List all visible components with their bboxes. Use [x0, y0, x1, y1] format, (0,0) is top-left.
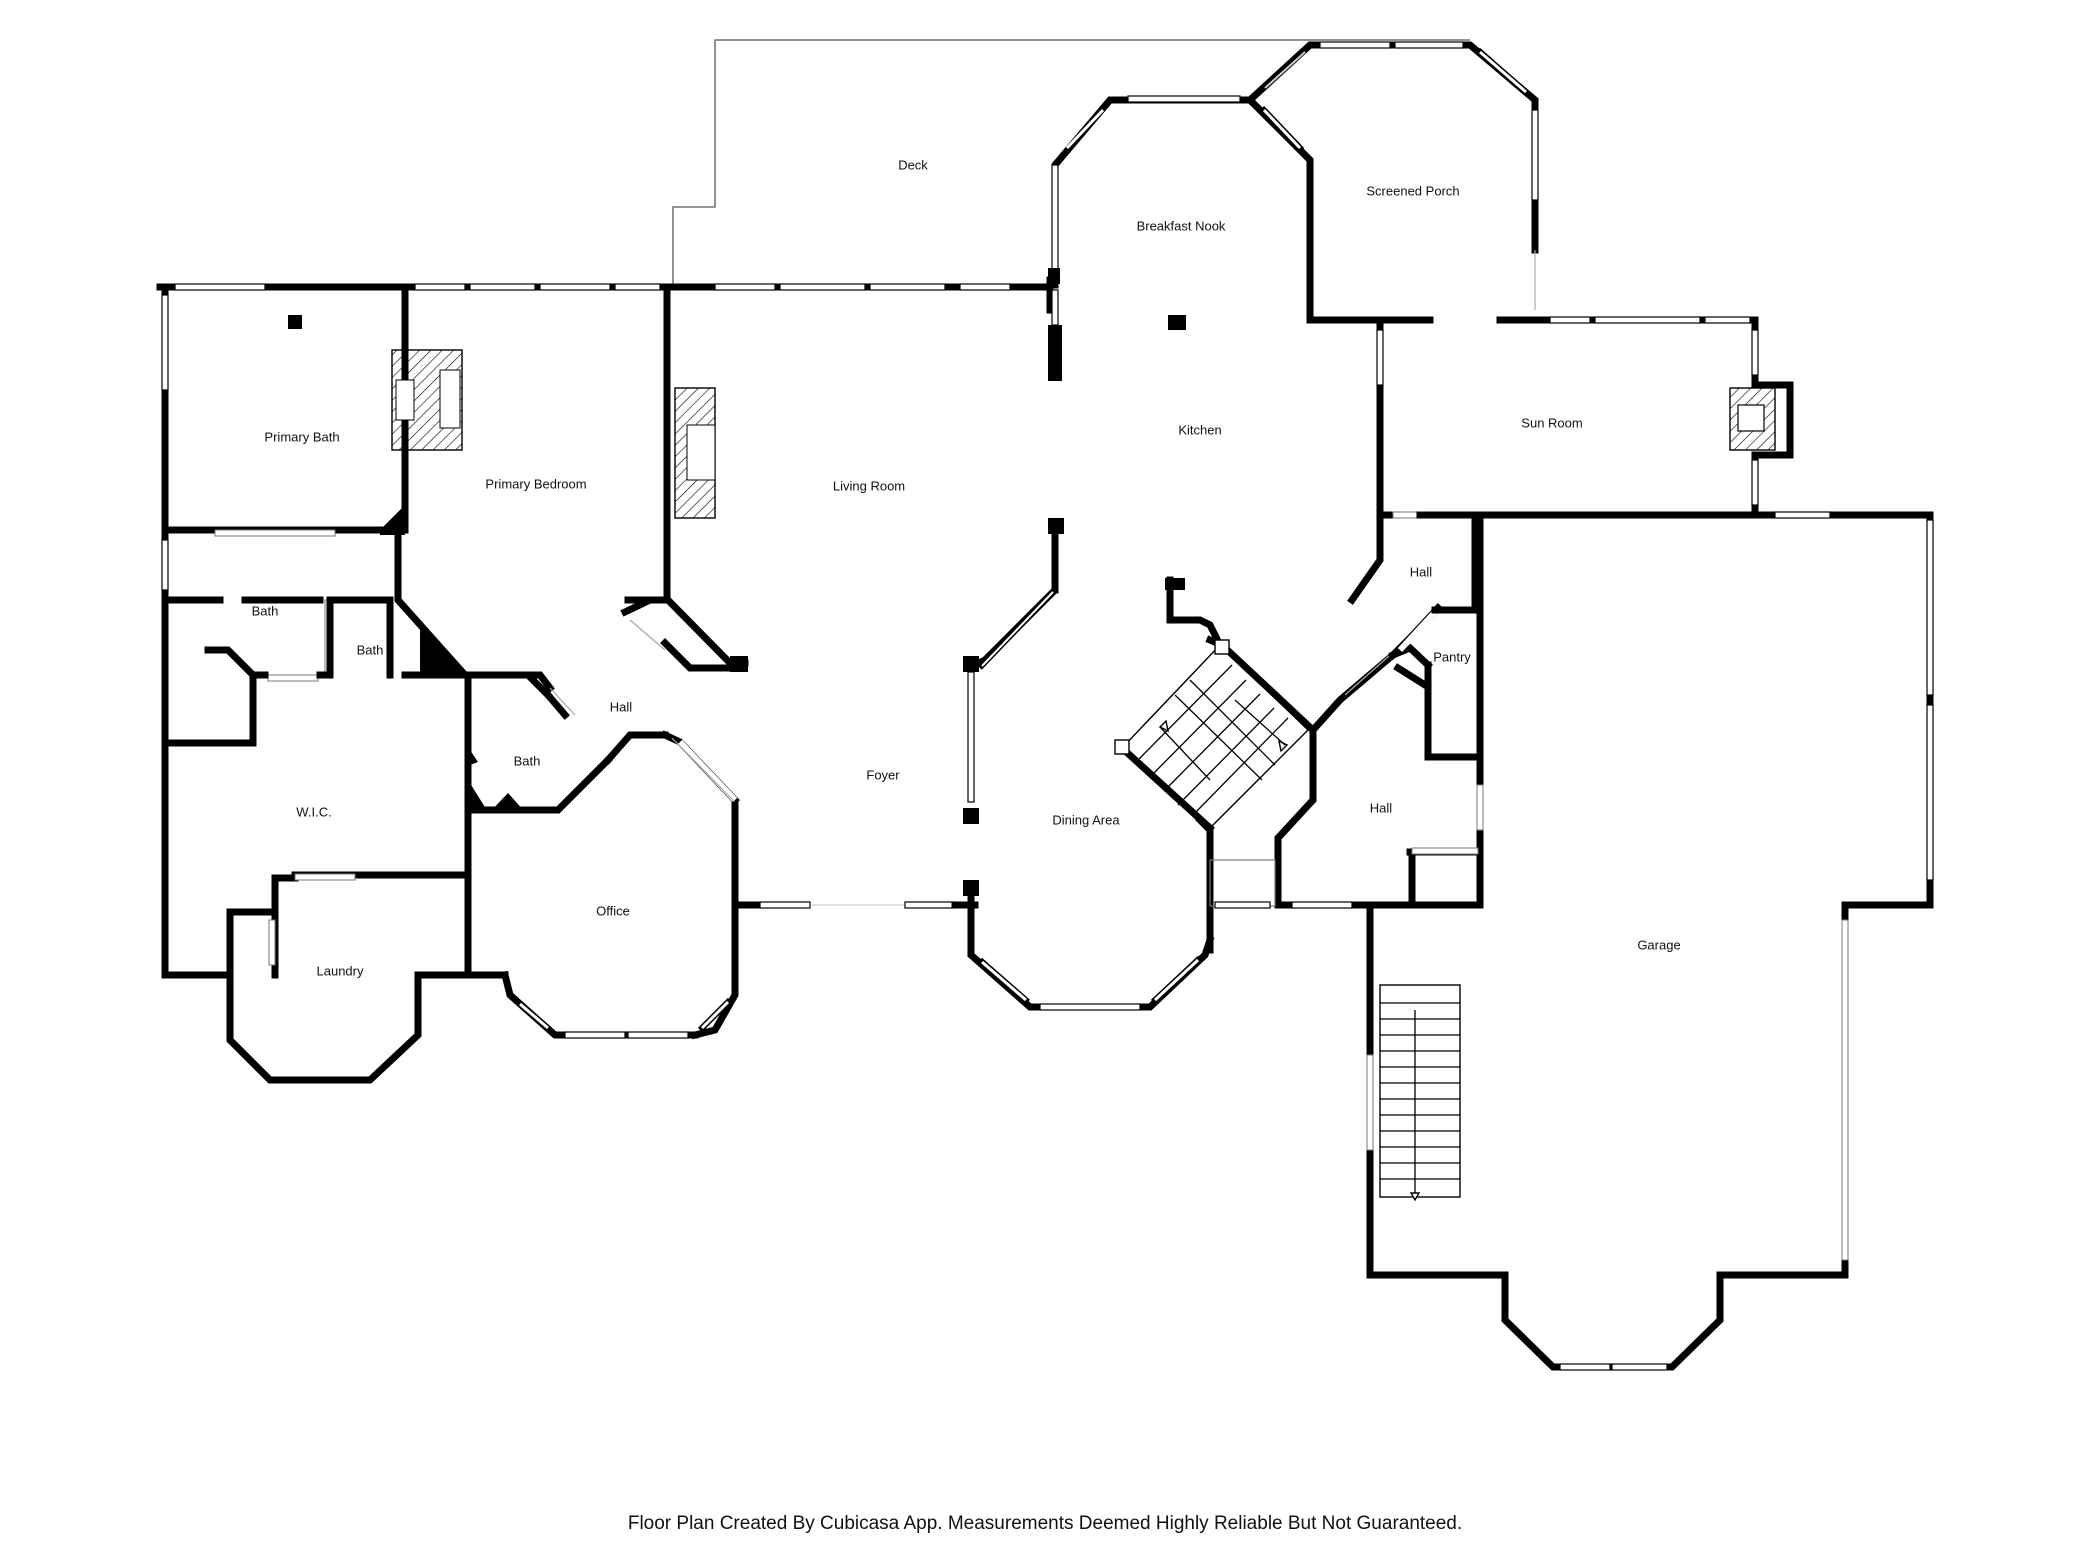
room-label-wic: W.I.C. — [296, 804, 332, 820]
room-label-deck: Deck — [898, 157, 928, 173]
room-label-screened-porch: Screened Porch — [1366, 183, 1460, 199]
room-label-hall-right: Hall — [1369, 800, 1393, 816]
garage-staircase — [1379, 984, 1461, 1202]
room-label-kitchen: Kitchen — [1178, 422, 1222, 438]
room-label-bath-small: Bath — [356, 642, 384, 658]
room-label-hall-center: Hall — [609, 699, 633, 715]
room-label-dining-area: Dining Area — [1052, 812, 1120, 828]
footer-disclaimer: Floor Plan Created By Cubicasa App. Meas… — [627, 1513, 1463, 1534]
living-dining-walls — [963, 268, 1215, 1011]
room-label-primary-bedroom: Primary Bedroom — [485, 476, 587, 492]
kitchen-walls — [1165, 315, 1479, 650]
room-label-hall-right-top: Hall — [1409, 564, 1433, 580]
right-hall-walls — [1209, 516, 1484, 909]
room-label-laundry: Laundry — [316, 963, 364, 979]
room-label-breakfast-nook: Breakfast Nook — [1136, 218, 1226, 234]
breakfast-nook-walls — [1051, 95, 1314, 324]
room-label-primary-bath: Primary Bath — [264, 429, 340, 445]
room-label-bath-center: Bath — [513, 753, 541, 769]
west-wing-walls — [156, 283, 1054, 1084]
office-walls — [500, 596, 979, 1040]
room-label-living-room: Living Room — [832, 478, 906, 494]
room-label-bath-left: Bath — [251, 603, 279, 619]
sun-room-walls — [1376, 316, 1794, 524]
room-label-garage: Garage — [1637, 937, 1681, 953]
room-label-office: Office — [596, 903, 630, 919]
garage-walls — [1366, 511, 1934, 1371]
room-label-sun-room: Sun Room — [1521, 415, 1583, 431]
room-label-foyer: Foyer — [866, 767, 900, 783]
deck-outline — [672, 39, 1470, 287]
room-label-pantry: Pantry — [1433, 649, 1471, 665]
screened-porch-walls — [1245, 41, 1549, 324]
center-staircase — [1114, 635, 1318, 833]
